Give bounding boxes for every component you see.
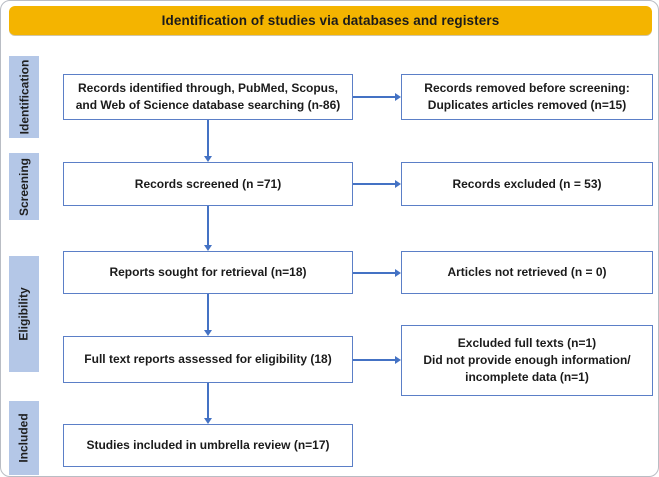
box-text: Full text reports assessed for eligibili… xyxy=(84,352,332,367)
title-banner: Identification of studies via databases … xyxy=(9,6,652,35)
box-text: Records screened (n =71) xyxy=(134,176,282,191)
arrow-assessed-to-included xyxy=(203,383,212,424)
arrow-sought-to-not-retrieved xyxy=(353,268,401,277)
box-excluded-fulltexts: Excluded full texts (n=1) Did not provid… xyxy=(401,325,653,396)
box-text: Records removed before screening: Duplic… xyxy=(424,81,630,112)
box-articles-not-retrieved: Articles not retrieved (n = 0) xyxy=(401,251,653,294)
stage-bar-screening: Screening xyxy=(9,153,39,220)
stage-label: Screening xyxy=(17,157,31,216)
arrow-screened-to-sought xyxy=(203,206,212,251)
box-studies-included: Studies included in umbrella review (n=1… xyxy=(63,424,353,467)
box-text: Reports sought for retrieval (n=18) xyxy=(109,265,307,280)
stage-label: Eligibility xyxy=(17,287,31,341)
arrow-identified-to-screened xyxy=(203,120,212,162)
stage-bar-identification: Identification xyxy=(9,56,39,138)
stage-label: Identification xyxy=(17,59,32,135)
box-text: Articles not retrieved (n = 0) xyxy=(447,265,607,280)
box-text: Records excluded (n = 53) xyxy=(452,176,602,191)
box-text: Excluded full texts (n=1) Did not provid… xyxy=(423,336,631,384)
arrow-assessed-to-excluded-fulltexts xyxy=(353,355,401,364)
box-records-excluded: Records excluded (n = 53) xyxy=(401,162,653,206)
box-records-identified: Records identified through, PubMed, Scop… xyxy=(63,74,353,120)
diagram-title: Identification of studies via databases … xyxy=(161,13,500,28)
box-records-removed: Records removed before screening: Duplic… xyxy=(401,74,653,120)
arrow-sought-to-assessed xyxy=(203,294,212,336)
box-text: Records identified through, PubMed, Scop… xyxy=(75,81,341,112)
box-records-screened: Records screened (n =71) xyxy=(63,162,353,206)
stage-label: Included xyxy=(17,413,31,463)
box-fulltext-assessed: Full text reports assessed for eligibili… xyxy=(63,336,353,383)
arrow-identified-to-removed xyxy=(353,92,401,101)
stage-bar-included: Included xyxy=(9,401,39,475)
box-text: Studies included in umbrella review (n=1… xyxy=(86,438,330,453)
stage-bar-eligibility: Eligibility xyxy=(9,256,39,372)
arrow-screened-to-excluded xyxy=(353,179,401,188)
box-reports-sought: Reports sought for retrieval (n=18) xyxy=(63,251,353,294)
